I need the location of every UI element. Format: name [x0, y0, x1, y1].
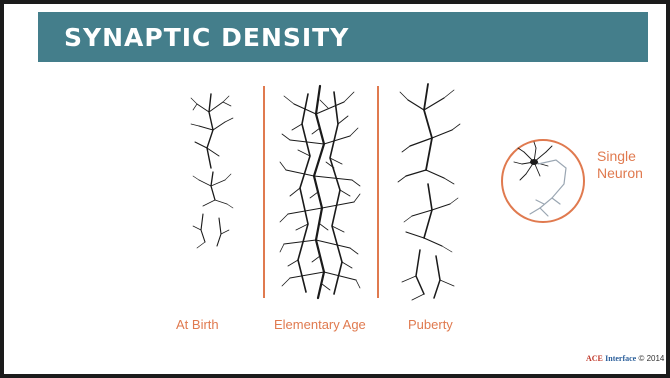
neuron-label-line2: Neuron: [597, 165, 647, 182]
brand-interface-logo: Interface: [605, 354, 636, 363]
single-neuron-label: Single Neuron: [597, 148, 647, 182]
neuron-label-line1: Single: [597, 148, 647, 165]
copyright-text: © 2014: [638, 354, 664, 363]
divider-left: [263, 86, 265, 298]
at-birth-illustration: [185, 90, 245, 250]
neuron-circle: [502, 140, 584, 222]
stage-label-puberty: Puberty: [408, 317, 453, 332]
stage-label-at-birth: At Birth: [176, 317, 219, 332]
single-neuron-illustration: [500, 138, 586, 224]
puberty-illustration: [398, 80, 462, 302]
stage-label-elementary-age: Elementary Age: [274, 317, 366, 332]
footer-branding: ACE Interface © 2014: [586, 354, 664, 363]
slide-title: SYNAPTIC DENSITY: [64, 23, 349, 52]
brand-ace-logo: ACE: [586, 354, 603, 363]
elementary-age-illustration: [280, 84, 360, 302]
title-bar: SYNAPTIC DENSITY: [38, 12, 648, 62]
divider-right: [377, 86, 379, 298]
